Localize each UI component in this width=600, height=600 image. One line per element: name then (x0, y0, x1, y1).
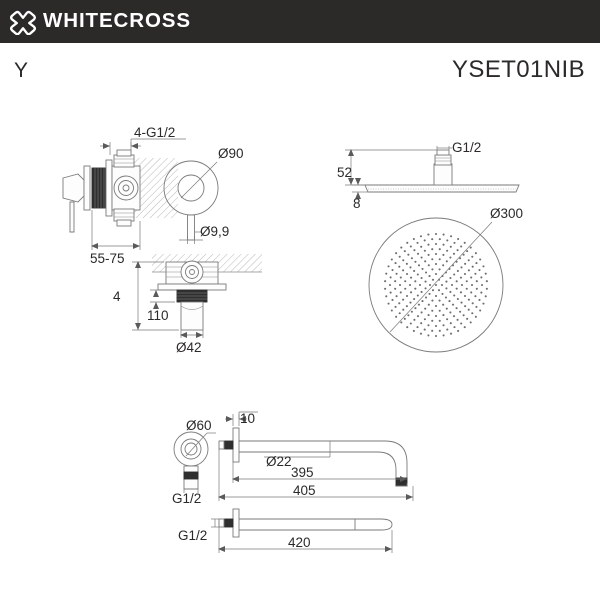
dim-110 (132, 261, 179, 331)
dim-label-ports: 4-G1/2 (134, 125, 175, 140)
brand-header: WHITECROSS (0, 0, 600, 43)
drawing-concealed-valve: 4-G1/2 55-75 Ø90 (62, 125, 262, 355)
drawing-shower-arms: Ø60 G1/2 (172, 411, 414, 553)
valve-bottom-view (157, 260, 227, 331)
dim-label-arm-thread-lower: G1/2 (178, 528, 207, 543)
dim-label-arm-thread-upper: G1/2 (172, 491, 201, 506)
arm-flange-face (173, 431, 209, 490)
dim-8 (352, 178, 368, 199)
dim-d99 (179, 231, 203, 244)
dim-405 (218, 449, 414, 501)
shower-head-face (368, 217, 504, 353)
dim-label-overall-curved: 405 (293, 483, 316, 498)
dim-label-outlet-diameter: Ø42 (176, 340, 202, 355)
valve-face-view (163, 160, 219, 241)
brand-name: WHITECROSS (43, 9, 191, 33)
model-code: YSET01NIB (452, 56, 585, 83)
dim-10 (225, 411, 258, 426)
dim-label-plate-thickness: 8 (353, 196, 361, 211)
dim-label-overall-straight: 420 (288, 535, 311, 550)
straight-shower-arm (218, 508, 393, 538)
dim-d22 (264, 441, 331, 458)
cross-x-icon (10, 10, 36, 35)
dim-label-head-diameter: Ø300 (490, 206, 523, 221)
dim-label-plate-diameter: Ø90 (218, 146, 244, 161)
shower-head-profile (364, 149, 520, 193)
ext-arm-thread-lower (211, 518, 219, 528)
dim-d42 (180, 330, 204, 338)
dim-label-offset: 110 (147, 308, 169, 323)
ext-arm-thread-upper (183, 489, 199, 493)
dim-label-flange-diameter: Ø60 (186, 418, 212, 433)
dim-52 (345, 149, 437, 186)
leader-d60 (185, 432, 216, 457)
dim-55-75 (91, 210, 141, 250)
curved-shower-arm (218, 427, 408, 487)
dim-label-body-height: 4 (113, 289, 121, 304)
dim-4-g12 (100, 138, 186, 155)
leader-d90 (180, 161, 218, 199)
dim-label-flange-thickness: 10 (240, 411, 255, 426)
drawing-shower-head: G1/2 52 8 (337, 140, 523, 353)
leader-d300 (389, 221, 493, 333)
dim-label-stem-diameter: Ø9,9 (200, 224, 229, 239)
dim-420 (218, 527, 393, 553)
dim-395 (232, 462, 408, 486)
series-label: Y (14, 59, 29, 82)
leader-head-g12 (436, 146, 452, 150)
dim-label-tube-diameter: Ø22 (266, 454, 292, 469)
dim-label-head-inlet: G1/2 (452, 140, 481, 155)
dim-label-wall-depth: 55-75 (90, 251, 125, 266)
dim-label-reach: 395 (291, 465, 314, 480)
dim-4 (150, 289, 175, 309)
dim-label-head-height: 52 (337, 165, 352, 180)
valve-side-view (62, 149, 141, 233)
